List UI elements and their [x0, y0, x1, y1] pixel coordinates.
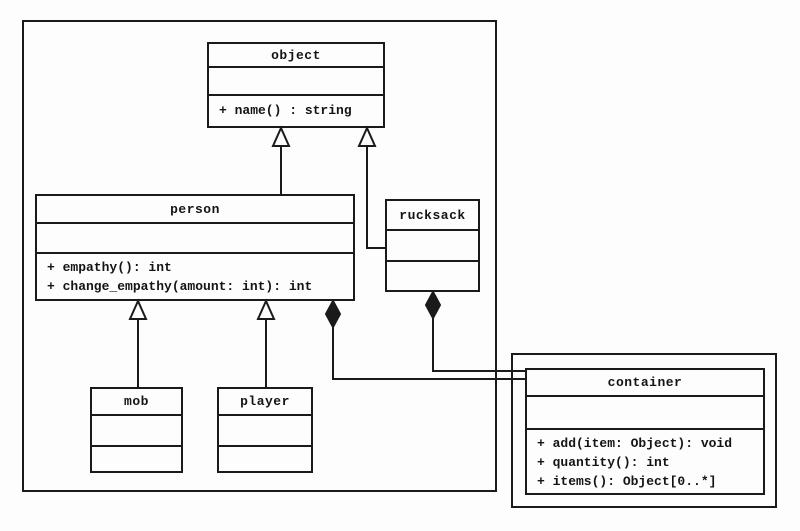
class-mob-title: mob	[92, 389, 181, 416]
method-label: + add(item: Object): void	[537, 436, 733, 451]
class-rucksack-title: rucksack	[387, 201, 478, 231]
class-object-methods: + name() : string	[209, 96, 383, 126]
class-person-methods: + empathy(): int + change_empathy(amount…	[37, 254, 353, 299]
class-mob: mob	[90, 387, 183, 473]
class-container: container + add(item: Object): void + qu…	[525, 368, 765, 495]
class-person-title: person	[37, 196, 353, 224]
method-label: + items(): Object[0..*]	[537, 474, 717, 489]
class-container-methods: + add(item: Object): void + quantity(): …	[527, 430, 763, 493]
class-object: object + name() : string	[207, 42, 385, 128]
package-frame-left	[22, 20, 497, 492]
class-object-title: object	[209, 44, 383, 68]
method-label: + empathy(): int	[47, 260, 172, 275]
class-player-title: player	[219, 389, 311, 416]
class-mob-attributes	[92, 416, 181, 447]
class-rucksack-methods	[387, 262, 478, 290]
method-label: + change_empathy(amount: int): int	[47, 279, 313, 294]
class-player-attributes	[219, 416, 311, 447]
class-rucksack-attributes	[387, 231, 478, 262]
class-container-title: container	[527, 370, 763, 397]
class-person-attributes	[37, 224, 353, 254]
method-label: + name() : string	[219, 103, 352, 118]
class-player: player	[217, 387, 313, 473]
class-person: person + empathy(): int + change_empathy…	[35, 194, 355, 301]
class-container-attributes	[527, 397, 763, 430]
package-frame-container	[511, 353, 777, 508]
class-rucksack: rucksack	[385, 199, 480, 292]
method-label: + quantity(): int	[537, 455, 670, 470]
class-player-methods	[219, 447, 311, 471]
class-object-attributes	[209, 68, 383, 96]
class-mob-methods	[92, 447, 181, 471]
